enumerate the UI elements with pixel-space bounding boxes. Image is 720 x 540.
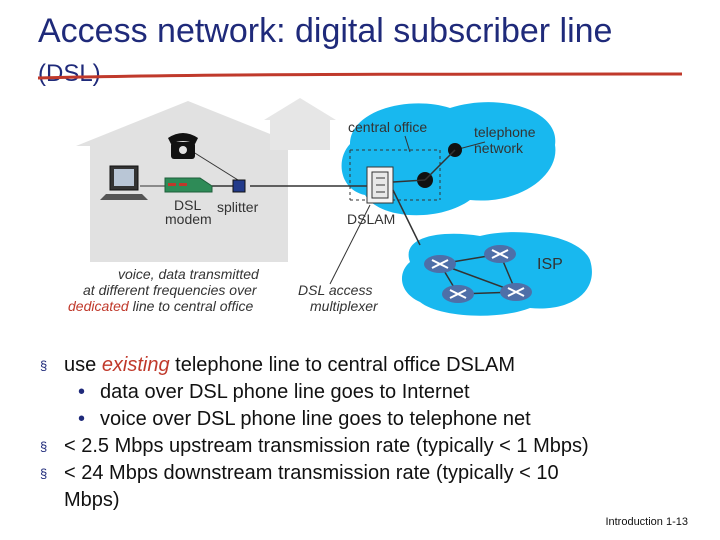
telephone-network-label-1: telephone <box>474 124 536 140</box>
slide-footer: Introduction 1-13 <box>605 516 688 528</box>
isp-cloud <box>401 232 592 316</box>
dslam-label: DSLAM <box>347 211 396 227</box>
voice-data-rest: line to central office <box>128 298 254 314</box>
page-subtitle: (DSL) <box>38 60 101 87</box>
bullet-1: use existing telephone line to central o… <box>40 352 589 379</box>
router-icon-3 <box>442 285 474 303</box>
page-title: Access network: digital subscriber line <box>38 12 613 50</box>
dsl-modem-icon <box>164 177 213 193</box>
dsl-modem-label-1: DSL <box>174 197 202 213</box>
bullet-3-cont: Mbps) <box>64 489 120 511</box>
router-icon-2 <box>484 245 516 263</box>
central-office-building <box>264 98 336 150</box>
telephone-network-label-2: network <box>474 140 524 156</box>
telephone-network-cloud <box>341 102 556 216</box>
router-icon-1 <box>424 255 456 273</box>
voice-data-accent: dedicated <box>68 298 129 314</box>
voice-data-label-1: voice, data transmitted <box>118 266 259 282</box>
dsl-access-label-2: multiplexer <box>310 298 378 314</box>
sub-bullet-1: data over DSL phone line goes to Interne… <box>40 379 589 406</box>
splitter-label: splitter <box>217 199 259 215</box>
telephone-icon <box>168 133 198 159</box>
computer-icon <box>100 165 148 200</box>
central-office-label: central office <box>348 119 428 135</box>
dslam-icon <box>366 166 394 204</box>
isp-label: ISP <box>537 256 563 273</box>
title-underline <box>37 72 683 80</box>
sub-bullet-2: voice over DSL phone line goes to teleph… <box>40 406 589 433</box>
router-icon-4 <box>500 283 532 301</box>
splitter-icon <box>232 179 246 193</box>
bullet-3: < 24 Mbps downstream transmission rate (… <box>40 460 589 487</box>
voice-data-label-3: dedicated line to central office <box>68 298 253 314</box>
voice-data-label-2: at different frequencies over <box>83 282 257 298</box>
dsl-modem-label-2: modem <box>165 211 212 227</box>
bullet-2: < 2.5 Mbps upstream transmission rate (t… <box>40 433 589 460</box>
dsl-access-label-1: DSL access <box>298 282 373 298</box>
central-office-dashes <box>349 149 441 201</box>
existing-accent: existing <box>101 354 170 376</box>
bullet-list: use existing telephone line to central o… <box>40 352 589 514</box>
